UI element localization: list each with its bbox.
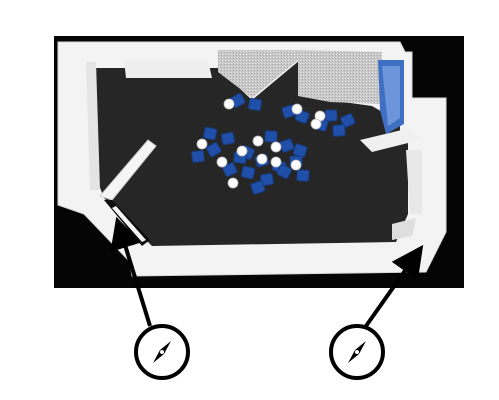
chair — [250, 180, 266, 195]
table — [236, 145, 248, 157]
table — [256, 153, 268, 165]
chair — [222, 162, 238, 177]
arrow-left — [110, 216, 152, 327]
table — [227, 177, 239, 189]
compass-icon — [329, 324, 385, 380]
chair — [264, 130, 278, 143]
right-wall-block — [406, 150, 422, 214]
table — [291, 103, 303, 115]
stage-carpet — [218, 50, 298, 98]
chair — [276, 164, 292, 179]
chair — [340, 113, 356, 128]
chair — [248, 98, 262, 111]
tables-group — [196, 98, 326, 189]
chair — [324, 109, 338, 122]
table — [196, 138, 208, 150]
chair — [240, 165, 256, 180]
left-wall-shelf — [86, 62, 100, 190]
right-counter — [360, 128, 420, 152]
screen-window-highlight — [382, 66, 400, 126]
table — [216, 156, 228, 168]
stage-carpet-right — [296, 50, 382, 104]
table — [310, 118, 322, 130]
table — [270, 156, 282, 168]
chair — [191, 150, 205, 163]
compass-icon — [134, 324, 190, 380]
table — [290, 159, 302, 171]
chair — [296, 169, 310, 182]
chair — [206, 142, 222, 158]
top-left-partition — [124, 60, 212, 78]
bottom-right-door — [392, 218, 416, 240]
table — [223, 98, 235, 110]
chair — [220, 131, 235, 146]
chair — [332, 124, 346, 137]
table — [270, 141, 282, 153]
table — [252, 135, 264, 147]
arrow-right — [364, 244, 424, 328]
chair — [202, 126, 218, 141]
